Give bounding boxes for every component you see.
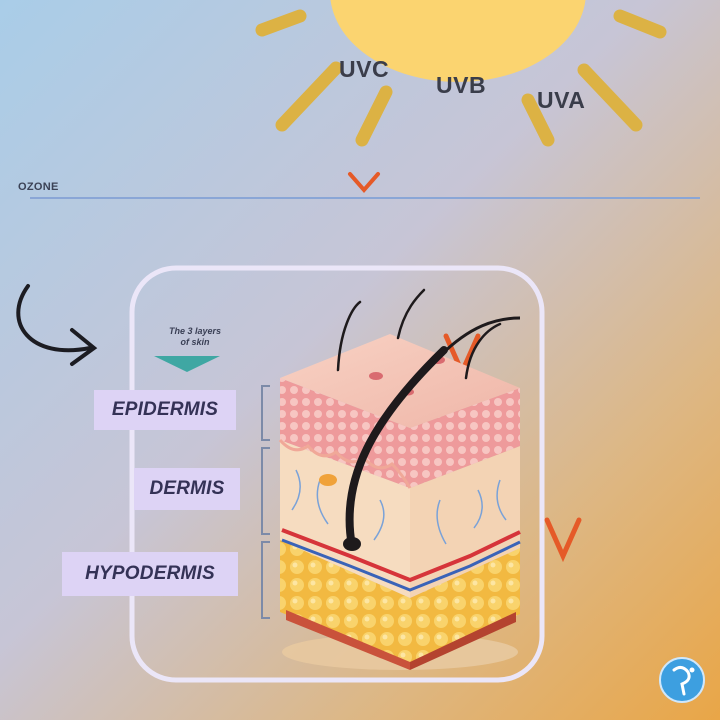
layer-label-dermis: DERMIS <box>134 468 240 510</box>
uvb-label: UVB <box>436 72 487 98</box>
ozone-label: OZONE <box>18 181 59 193</box>
curved-arrow-icon <box>16 284 98 366</box>
layer-label-epidermis: EPIDERMIS <box>94 390 236 430</box>
layer-label-hypodermis: HYPODERMIS <box>62 552 238 596</box>
caption-line-2: of skin <box>180 337 210 347</box>
brand-logo-icon <box>659 657 705 703</box>
uvc-label: UVC <box>339 56 390 82</box>
skin-panel <box>129 265 545 683</box>
uva-label: UVA <box>537 87 586 113</box>
uvc-arrow <box>348 88 380 194</box>
layer-brackets <box>261 385 270 619</box>
sun-icon <box>255 0 667 147</box>
caption-line-1: The 3 layers <box>168 326 222 336</box>
layers-caption: The 3 layers of skin <box>150 326 240 348</box>
caption-pointer-icon <box>154 356 220 372</box>
skin-cross-section <box>278 288 521 670</box>
uva-arrow <box>544 114 582 563</box>
